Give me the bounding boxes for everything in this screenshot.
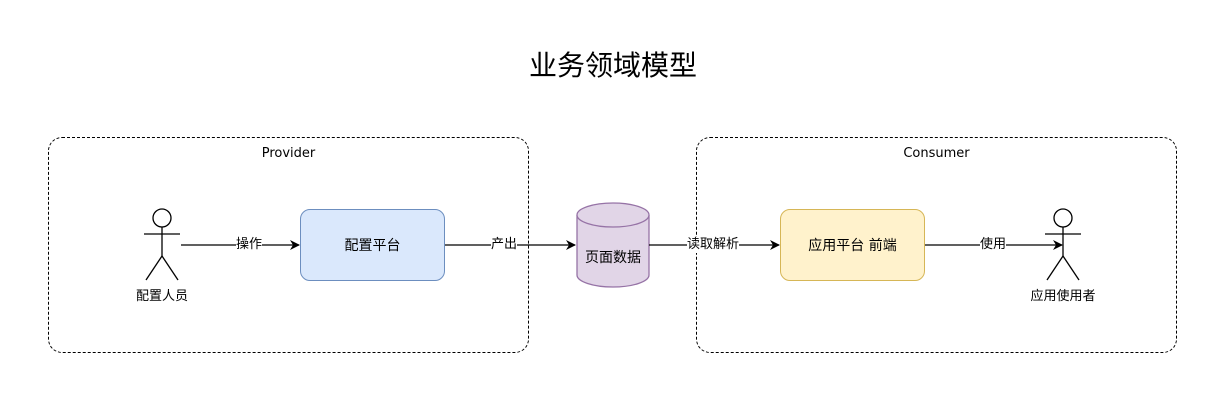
edge-parse-label: 读取解析 <box>687 237 740 253</box>
config-platform-label: 配置平台 <box>344 238 401 254</box>
edge-produce-label: 产出 <box>491 237 518 253</box>
page-data-cylinder-icon <box>576 202 650 288</box>
diagram-title: 业务领域模型 <box>528 49 697 82</box>
provider-group-label: Provider <box>261 146 316 161</box>
config-person-label: 配置人员 <box>135 289 188 304</box>
app-frontend-label: 应用平台 前端 <box>808 238 897 254</box>
app-user-label: 应用使用者 <box>1030 289 1096 304</box>
consumer-group-label: Consumer <box>903 146 970 161</box>
edge-use-label: 使用 <box>980 237 1007 253</box>
page-data-label: 页面数据 <box>585 250 641 266</box>
config-platform-node: 配置平台 <box>300 209 445 281</box>
config-person-actor-icon <box>144 208 180 281</box>
edge-operate-label: 操作 <box>236 237 263 253</box>
app-user-actor-icon <box>1045 208 1081 281</box>
app-frontend-node: 应用平台 前端 <box>780 209 925 281</box>
